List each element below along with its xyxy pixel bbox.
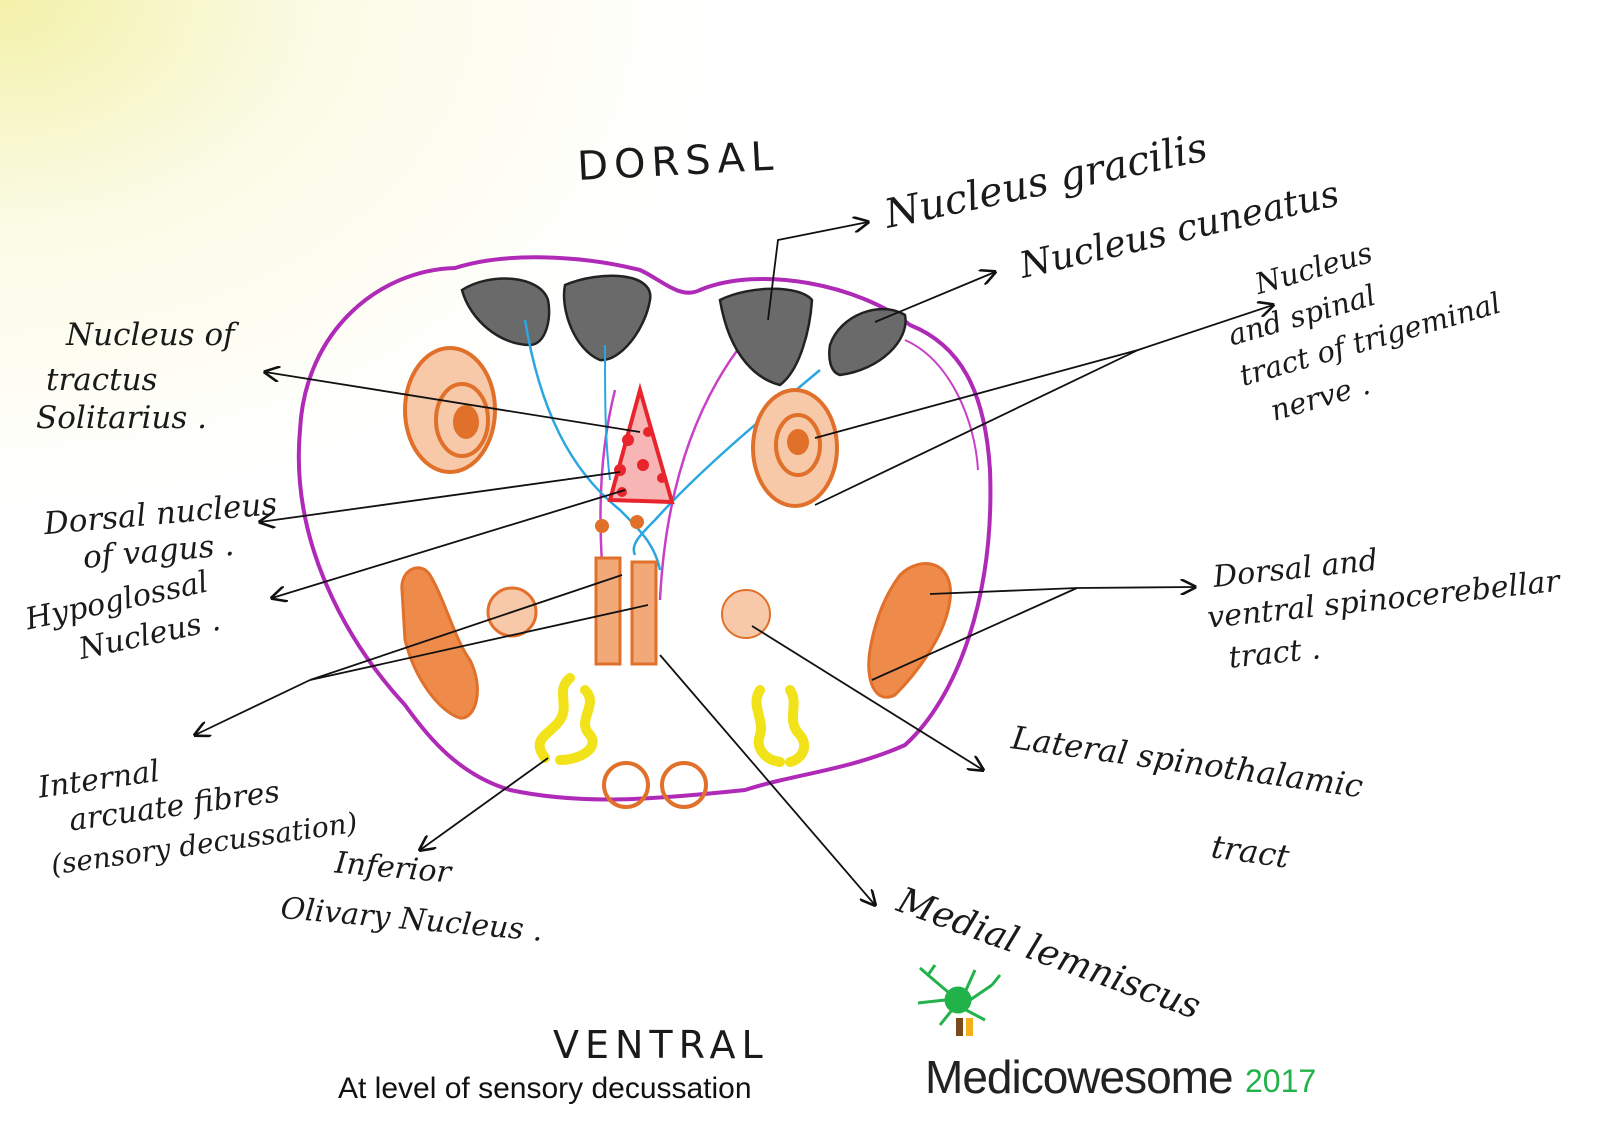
spinocerebellar-right — [867, 562, 952, 699]
pyramid-right — [660, 761, 708, 809]
brand-name: Medicowesome — [925, 1051, 1234, 1103]
arcuate-fibre-left — [523, 319, 662, 571]
leader-lines — [195, 222, 1273, 905]
nucleus-cuneatus-right-shape — [828, 307, 907, 377]
inferior-olive-left — [534, 673, 598, 765]
arcuate-fibre-center — [604, 344, 611, 481]
figure-caption: At level of sensory decussation — [338, 1072, 752, 1105]
ventral-label: VENTRAL — [553, 1023, 769, 1067]
inferior-olive-right — [751, 685, 810, 767]
nts-line-1: Nucleus of — [65, 317, 240, 353]
neuron-logo-icon — [917, 964, 1002, 1026]
pyramid-left — [602, 761, 650, 809]
nucleus-cuneatus-left-shape — [562, 274, 652, 362]
dorsal-label: DORSAL — [576, 133, 780, 190]
medial-lemniscus-left — [594, 556, 622, 666]
pencil-logo-icon — [956, 1018, 973, 1036]
hypoglossal-dot-left — [595, 519, 609, 533]
spinothalamic-right — [721, 589, 771, 639]
hypoglossal-dot-right — [630, 515, 644, 529]
midline-curve-right — [658, 339, 746, 601]
trigeminal-nucleus-right — [751, 388, 839, 508]
label-nucleus-tractus-solitarius: Nucleus of tractus Solitarius . — [36, 317, 240, 436]
brand-year: 2017 — [1245, 1063, 1317, 1099]
medulla-outline — [296, 255, 993, 802]
medial-lemniscus-right — [630, 560, 658, 666]
nts-line-2: tractus — [46, 362, 157, 398]
trigeminal-nucleus-left — [403, 346, 497, 474]
spinocerebellar-left — [400, 566, 479, 720]
nts-line-3: Solitarius . — [36, 400, 207, 436]
outline-inner-right — [904, 339, 979, 471]
